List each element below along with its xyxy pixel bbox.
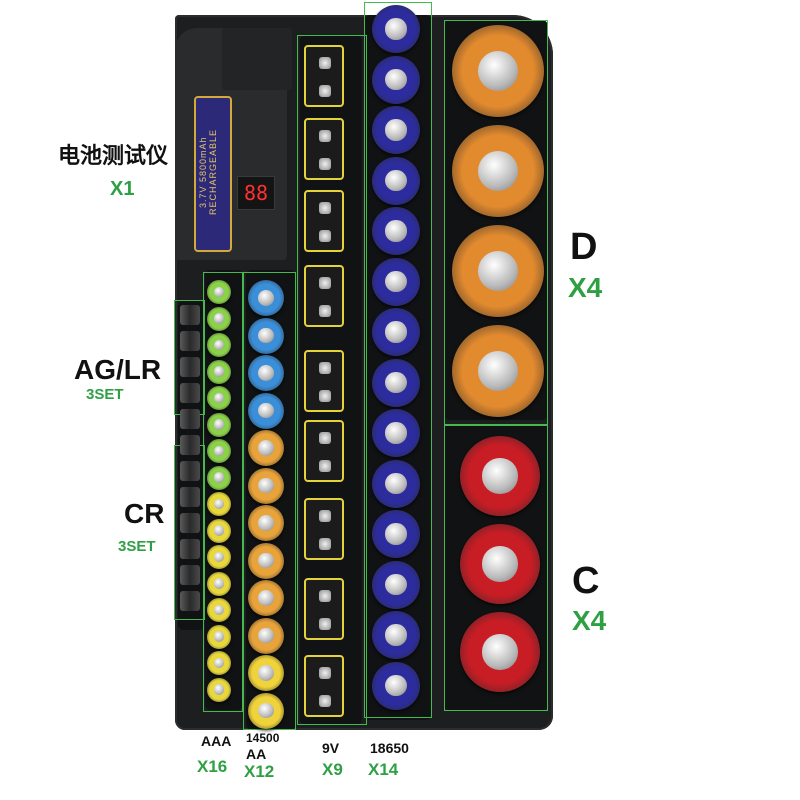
aa-battery bbox=[248, 655, 284, 691]
aa-battery bbox=[248, 505, 284, 541]
button-cell bbox=[180, 331, 200, 351]
l18650-frame bbox=[364, 2, 432, 718]
button-cell bbox=[180, 591, 200, 611]
tester-battery bbox=[194, 96, 232, 252]
d-battery bbox=[452, 225, 544, 317]
aa-battery bbox=[248, 430, 284, 466]
l18650-battery bbox=[372, 308, 420, 356]
d-frame bbox=[444, 20, 548, 425]
aa-battery bbox=[248, 542, 284, 579]
l18650-battery bbox=[372, 5, 420, 53]
l18650-battery bbox=[372, 358, 420, 407]
aaa-battery bbox=[207, 386, 231, 410]
nine-volt-battery bbox=[304, 420, 344, 482]
button-cell bbox=[180, 383, 200, 403]
l18650-battery bbox=[372, 560, 420, 609]
tester-display: 88 bbox=[237, 176, 275, 210]
l18650-battery bbox=[372, 257, 420, 306]
aa-battery bbox=[248, 580, 284, 616]
aaa-battery bbox=[207, 598, 231, 622]
button-cell bbox=[180, 357, 200, 377]
aa-battery bbox=[248, 355, 284, 391]
nine-volt-frame bbox=[297, 35, 367, 725]
button-cell bbox=[180, 565, 200, 585]
l18650-battery bbox=[372, 55, 420, 104]
aaa-battery bbox=[207, 571, 231, 596]
l18650-battery bbox=[372, 207, 420, 255]
button-cell bbox=[180, 461, 200, 481]
tester-label: 电池测试仪 bbox=[58, 144, 169, 169]
aaa-battery bbox=[207, 280, 231, 304]
aaa-count: X16 bbox=[197, 757, 228, 776]
aaa-battery bbox=[207, 651, 231, 675]
aa-frame bbox=[243, 272, 296, 730]
nine-volt-battery bbox=[304, 350, 344, 412]
l18650-battery bbox=[372, 409, 420, 457]
c-count: X4 bbox=[572, 605, 607, 636]
l18650-count: X14 bbox=[368, 760, 399, 779]
aaa-battery bbox=[207, 439, 231, 463]
cr-label: CR bbox=[124, 498, 165, 529]
aa-battery bbox=[248, 617, 284, 654]
d-count: X4 bbox=[568, 272, 603, 303]
aaa-battery bbox=[207, 677, 231, 702]
c-battery bbox=[460, 612, 540, 692]
aa-battery bbox=[248, 280, 284, 316]
button-cell bbox=[180, 305, 200, 325]
nine-volt-label: 9V bbox=[322, 740, 340, 756]
cr-count: 3SET bbox=[118, 538, 156, 555]
d-label: D bbox=[570, 226, 598, 268]
tester-battery-label: 3.7V 5800mAh RECHARGEABLE bbox=[198, 128, 218, 216]
button-cell bbox=[180, 409, 200, 429]
button-cell bbox=[180, 435, 200, 455]
nine-volt-count: X9 bbox=[322, 760, 343, 779]
ag-lr-count: 3SET bbox=[86, 386, 124, 403]
tester-top-block bbox=[222, 28, 292, 90]
l18650-battery bbox=[372, 459, 420, 508]
aaa-battery bbox=[207, 518, 231, 543]
c-battery bbox=[460, 436, 540, 516]
d-battery bbox=[452, 25, 544, 117]
l18650-battery bbox=[372, 510, 420, 558]
aaa-battery bbox=[207, 492, 231, 516]
l18650-battery bbox=[372, 106, 420, 154]
c-frame bbox=[444, 425, 548, 711]
aaa-battery bbox=[207, 624, 231, 649]
button-cell bbox=[180, 487, 200, 507]
c-battery bbox=[460, 524, 540, 604]
aaa-battery bbox=[207, 306, 231, 331]
aa-battery bbox=[248, 692, 284, 729]
nine-volt-battery bbox=[304, 45, 344, 107]
l18650-label: 18650 bbox=[370, 740, 409, 756]
aaa-battery bbox=[207, 333, 231, 357]
tester-count: X1 bbox=[110, 178, 135, 200]
aa-count: X12 bbox=[244, 762, 275, 781]
aa-battery bbox=[248, 317, 284, 354]
aaa-label: AAA bbox=[201, 733, 232, 749]
aaa-battery bbox=[207, 359, 231, 384]
c-label: C bbox=[572, 560, 600, 602]
aaa-battery bbox=[207, 465, 231, 490]
l18650-battery bbox=[372, 661, 420, 710]
aa-label-line2: AA bbox=[246, 746, 267, 762]
nine-volt-battery bbox=[304, 655, 344, 717]
nine-volt-battery bbox=[304, 578, 344, 640]
nine-volt-battery bbox=[304, 190, 344, 252]
l18650-battery bbox=[372, 611, 420, 659]
ag-lr-label: AG/LR bbox=[74, 354, 162, 385]
button-cell bbox=[180, 539, 200, 559]
nine-volt-battery bbox=[304, 265, 344, 327]
aa-battery bbox=[248, 392, 284, 429]
aaa-battery bbox=[207, 412, 231, 437]
aaa-frame bbox=[203, 272, 243, 712]
aaa-battery bbox=[207, 545, 231, 569]
l18650-battery bbox=[372, 156, 420, 205]
button-cell bbox=[180, 513, 200, 533]
aa-battery bbox=[248, 467, 284, 504]
d-battery bbox=[452, 125, 544, 217]
aa-label-line1: 14500 bbox=[246, 731, 280, 745]
nine-volt-battery bbox=[304, 118, 344, 180]
d-battery bbox=[452, 325, 544, 417]
nine-volt-battery bbox=[304, 498, 344, 560]
